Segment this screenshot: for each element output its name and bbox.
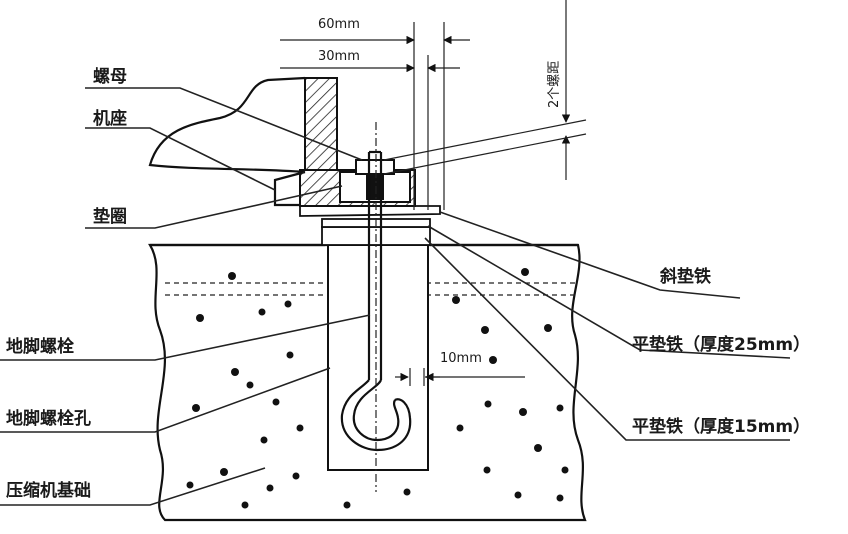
- dimension-two-thread-pitch: 2个螺距: [547, 61, 562, 108]
- label-nut: 螺母: [93, 67, 127, 87]
- label-flat-shim-25: 平垫铁（厚度25mm）: [632, 334, 810, 355]
- label-anchor-bolt-hole: 地脚螺栓孔: [6, 408, 91, 429]
- label-washer: 垫圈: [93, 206, 127, 227]
- label-flat-shim-15: 平垫铁（厚度15mm）: [632, 416, 810, 437]
- foundation-aggregate-dots: [186, 268, 569, 509]
- anchor-bolt-hole: [327, 244, 429, 471]
- label-machine-base: 机座: [93, 108, 127, 129]
- nut: [355, 159, 395, 200]
- anchor-bolt: [340, 122, 412, 492]
- dimension-lines: [280, 0, 587, 386]
- dimension-30mm: 30mm: [318, 49, 360, 64]
- label-anchor-bolt: 地脚螺栓: [6, 336, 74, 357]
- dimension-60mm: 60mm: [318, 17, 360, 32]
- label-inclined-shim: 斜垫铁: [659, 266, 711, 287]
- compressor-foundation: [148, 243, 587, 522]
- leader-lines: [0, 87, 791, 506]
- dimension-10mm: 10mm: [440, 351, 482, 366]
- label-compressor-foundation: 压缩机基础: [6, 480, 91, 501]
